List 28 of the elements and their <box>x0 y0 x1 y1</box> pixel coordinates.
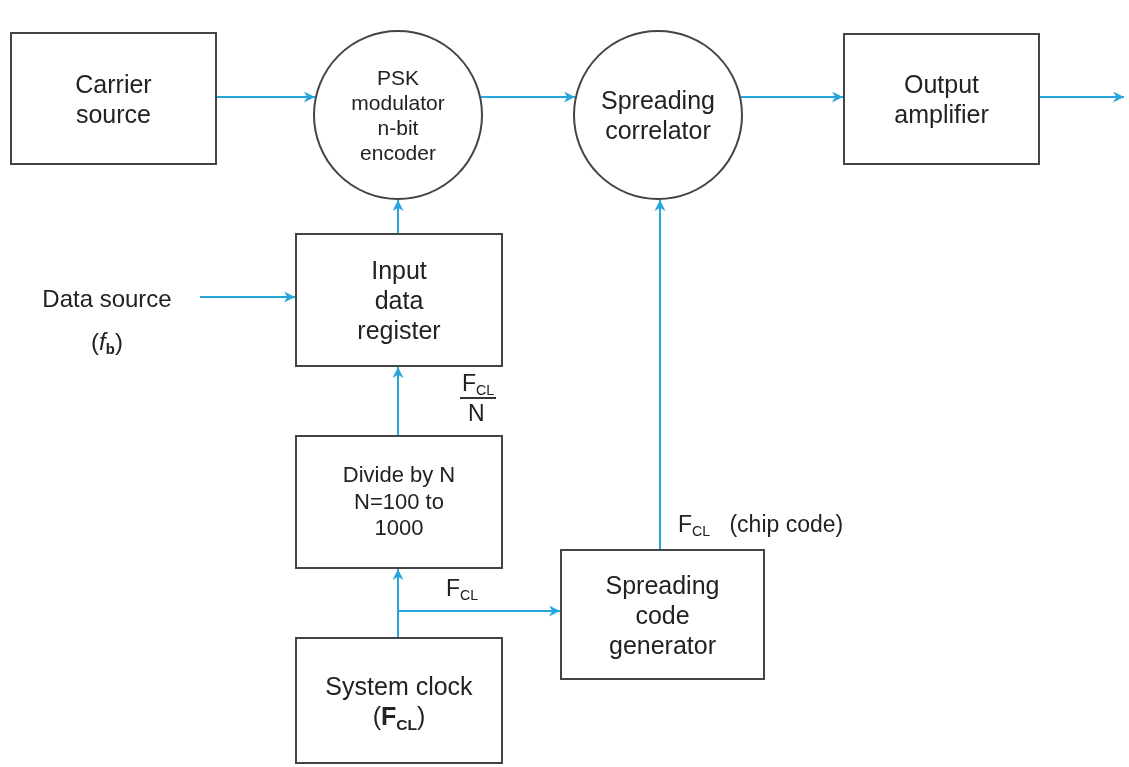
edge-label: F$_{CL}$ (chip code) <box>678 512 844 538</box>
process-box <box>843 33 1040 165</box>
node-text: Input data register <box>356 255 442 345</box>
process-box <box>295 233 503 367</box>
arrow <box>397 605 561 638</box>
arrow <box>740 91 844 103</box>
node-text: Spreading correlator <box>600 85 716 145</box>
node-text: Output amplifier <box>893 69 990 129</box>
arrow <box>392 199 404 234</box>
arrow <box>199 291 296 303</box>
node-text: Carrier source <box>74 68 153 129</box>
process-box <box>10 32 217 165</box>
process-box <box>295 637 503 764</box>
arrow <box>392 366 404 436</box>
arrow <box>1039 91 1125 103</box>
edge-label: F$_{CL}$ <box>460 371 497 400</box>
process-box <box>560 549 765 680</box>
node-text: Divide by N N=100 to 1000 <box>341 462 457 542</box>
arrow <box>654 199 666 550</box>
arrow <box>216 91 316 103</box>
node-text: PSK modulator n-bit encoder <box>350 64 446 166</box>
signal-label: Data source <box>42 285 172 314</box>
edge-label: F$_{CL}$ <box>446 576 479 602</box>
signal-label: (f$_{b}$) <box>91 328 123 357</box>
process-box <box>295 435 503 569</box>
arrow <box>480 91 576 103</box>
node-text: System clock (F$_{CL}$) <box>324 670 474 731</box>
node-text: Spreading code generator <box>604 569 721 660</box>
